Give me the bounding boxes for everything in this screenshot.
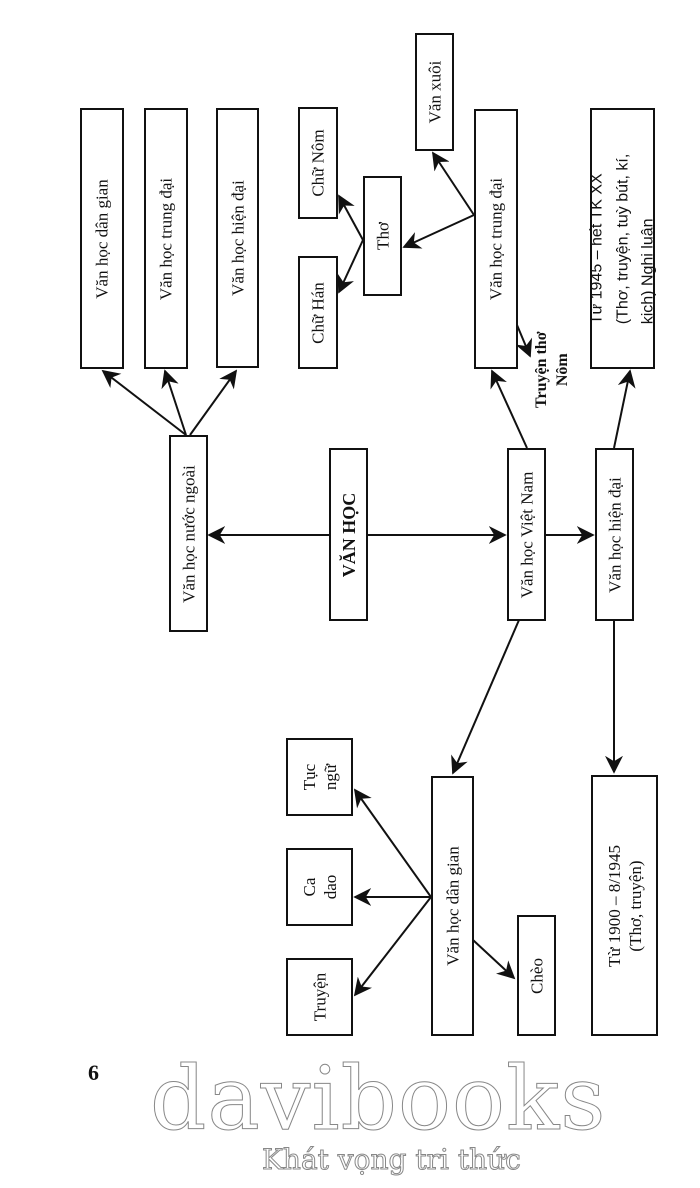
node-vn-medieval: Văn học trung đại [474, 109, 518, 369]
node-foreign-folk: Văn học dân gian [80, 108, 124, 369]
node-label: Ca dao [299, 874, 340, 900]
arrow-foreign-to-folk [101, 369, 187, 436]
node-vietnam: Văn học Việt Nam [507, 448, 546, 621]
node-label: Tục ngữ [299, 763, 340, 791]
arrow-folk-to-tucngu [353, 788, 432, 898]
arrow-foreign-to-modern [189, 369, 238, 436]
watermark-logo: davibooks [149, 1047, 607, 1150]
node-tuc-ngu: Tục ngữ [286, 738, 353, 816]
arrow-medieval-to-prose [432, 151, 475, 216]
arrow-medieval-to-verse-tale [515, 324, 533, 358]
arrow-folk-to-truyen [353, 896, 432, 997]
arrow-modern-to-1945 [613, 369, 636, 449]
node-ca-dao: Ca dao [286, 848, 353, 926]
node-poetry: Thơ [363, 176, 402, 296]
node-chu-nom: Chữ Nôm [298, 107, 338, 219]
arrow-vietnam-to-folk [451, 619, 520, 775]
node-root: VĂN HỌC [329, 448, 368, 621]
node-label: Văn học hiện đại [227, 180, 247, 296]
label-verse-tale: Truyện thơ Nôm [533, 331, 571, 408]
node-label: Văn học Việt Nam [516, 471, 536, 598]
node-foreign-medieval: Văn học trung đại [144, 108, 188, 369]
node-label: Thơ [372, 222, 392, 250]
node-label: Chèo [526, 957, 546, 994]
node-label: Truyện [309, 972, 329, 1022]
node-label: Văn học trung đại [156, 177, 176, 300]
node-foreign: Văn học nước ngoài [169, 435, 208, 632]
arrow-folk-to-cheo [472, 939, 516, 980]
node-label: Văn học dân gian [92, 178, 112, 299]
arrow-medieval-to-poetry [402, 214, 475, 249]
node-label: VĂN HỌC [338, 492, 359, 577]
arrow-foreign-to-medieval [161, 369, 187, 436]
node-prose: Văn xuôi [415, 33, 454, 151]
node-truyen: Truyện [286, 958, 353, 1036]
node-label: Từ 1945 – hết TK XX (Thơ, truyện, tuỳ bú… [588, 153, 657, 324]
node-cheo: Chèo [517, 915, 556, 1036]
node-period-1900: Từ 1900 – 8/1945 (Thơ, truyện) [591, 775, 658, 1036]
node-vn-folk: Văn học dân gian [431, 776, 474, 1036]
node-label: Văn học dân gian [442, 846, 462, 966]
arrow-poetry-to-han [337, 239, 364, 294]
arrow-vietnam-to-medieval [490, 369, 528, 449]
page-number: 6 [88, 1060, 99, 1085]
node-label: Văn học hiện đại [604, 476, 624, 593]
node-label: Từ 1900 – 8/1945 (Thơ, truyện) [604, 844, 645, 967]
node-label: Chữ Hán [308, 281, 328, 344]
node-label: Văn xuôi [424, 60, 444, 124]
node-label: Văn học trung đại [486, 177, 506, 301]
node-foreign-modern: Văn học hiện đại [216, 108, 259, 368]
node-label: Văn học nước ngoài [178, 464, 198, 603]
node-vn-modern: Văn học hiện đại [595, 448, 634, 621]
watermark-tagline: Khát vọng tri thức [262, 1143, 522, 1176]
node-chu-han: Chữ Hán [298, 256, 338, 369]
arrow-poetry-to-nom [338, 194, 364, 241]
node-label: Chữ Nôm [308, 129, 328, 197]
node-period-1945: Từ 1945 – hết TK XX (Thơ, truyện, tuỳ bú… [588, 108, 656, 369]
